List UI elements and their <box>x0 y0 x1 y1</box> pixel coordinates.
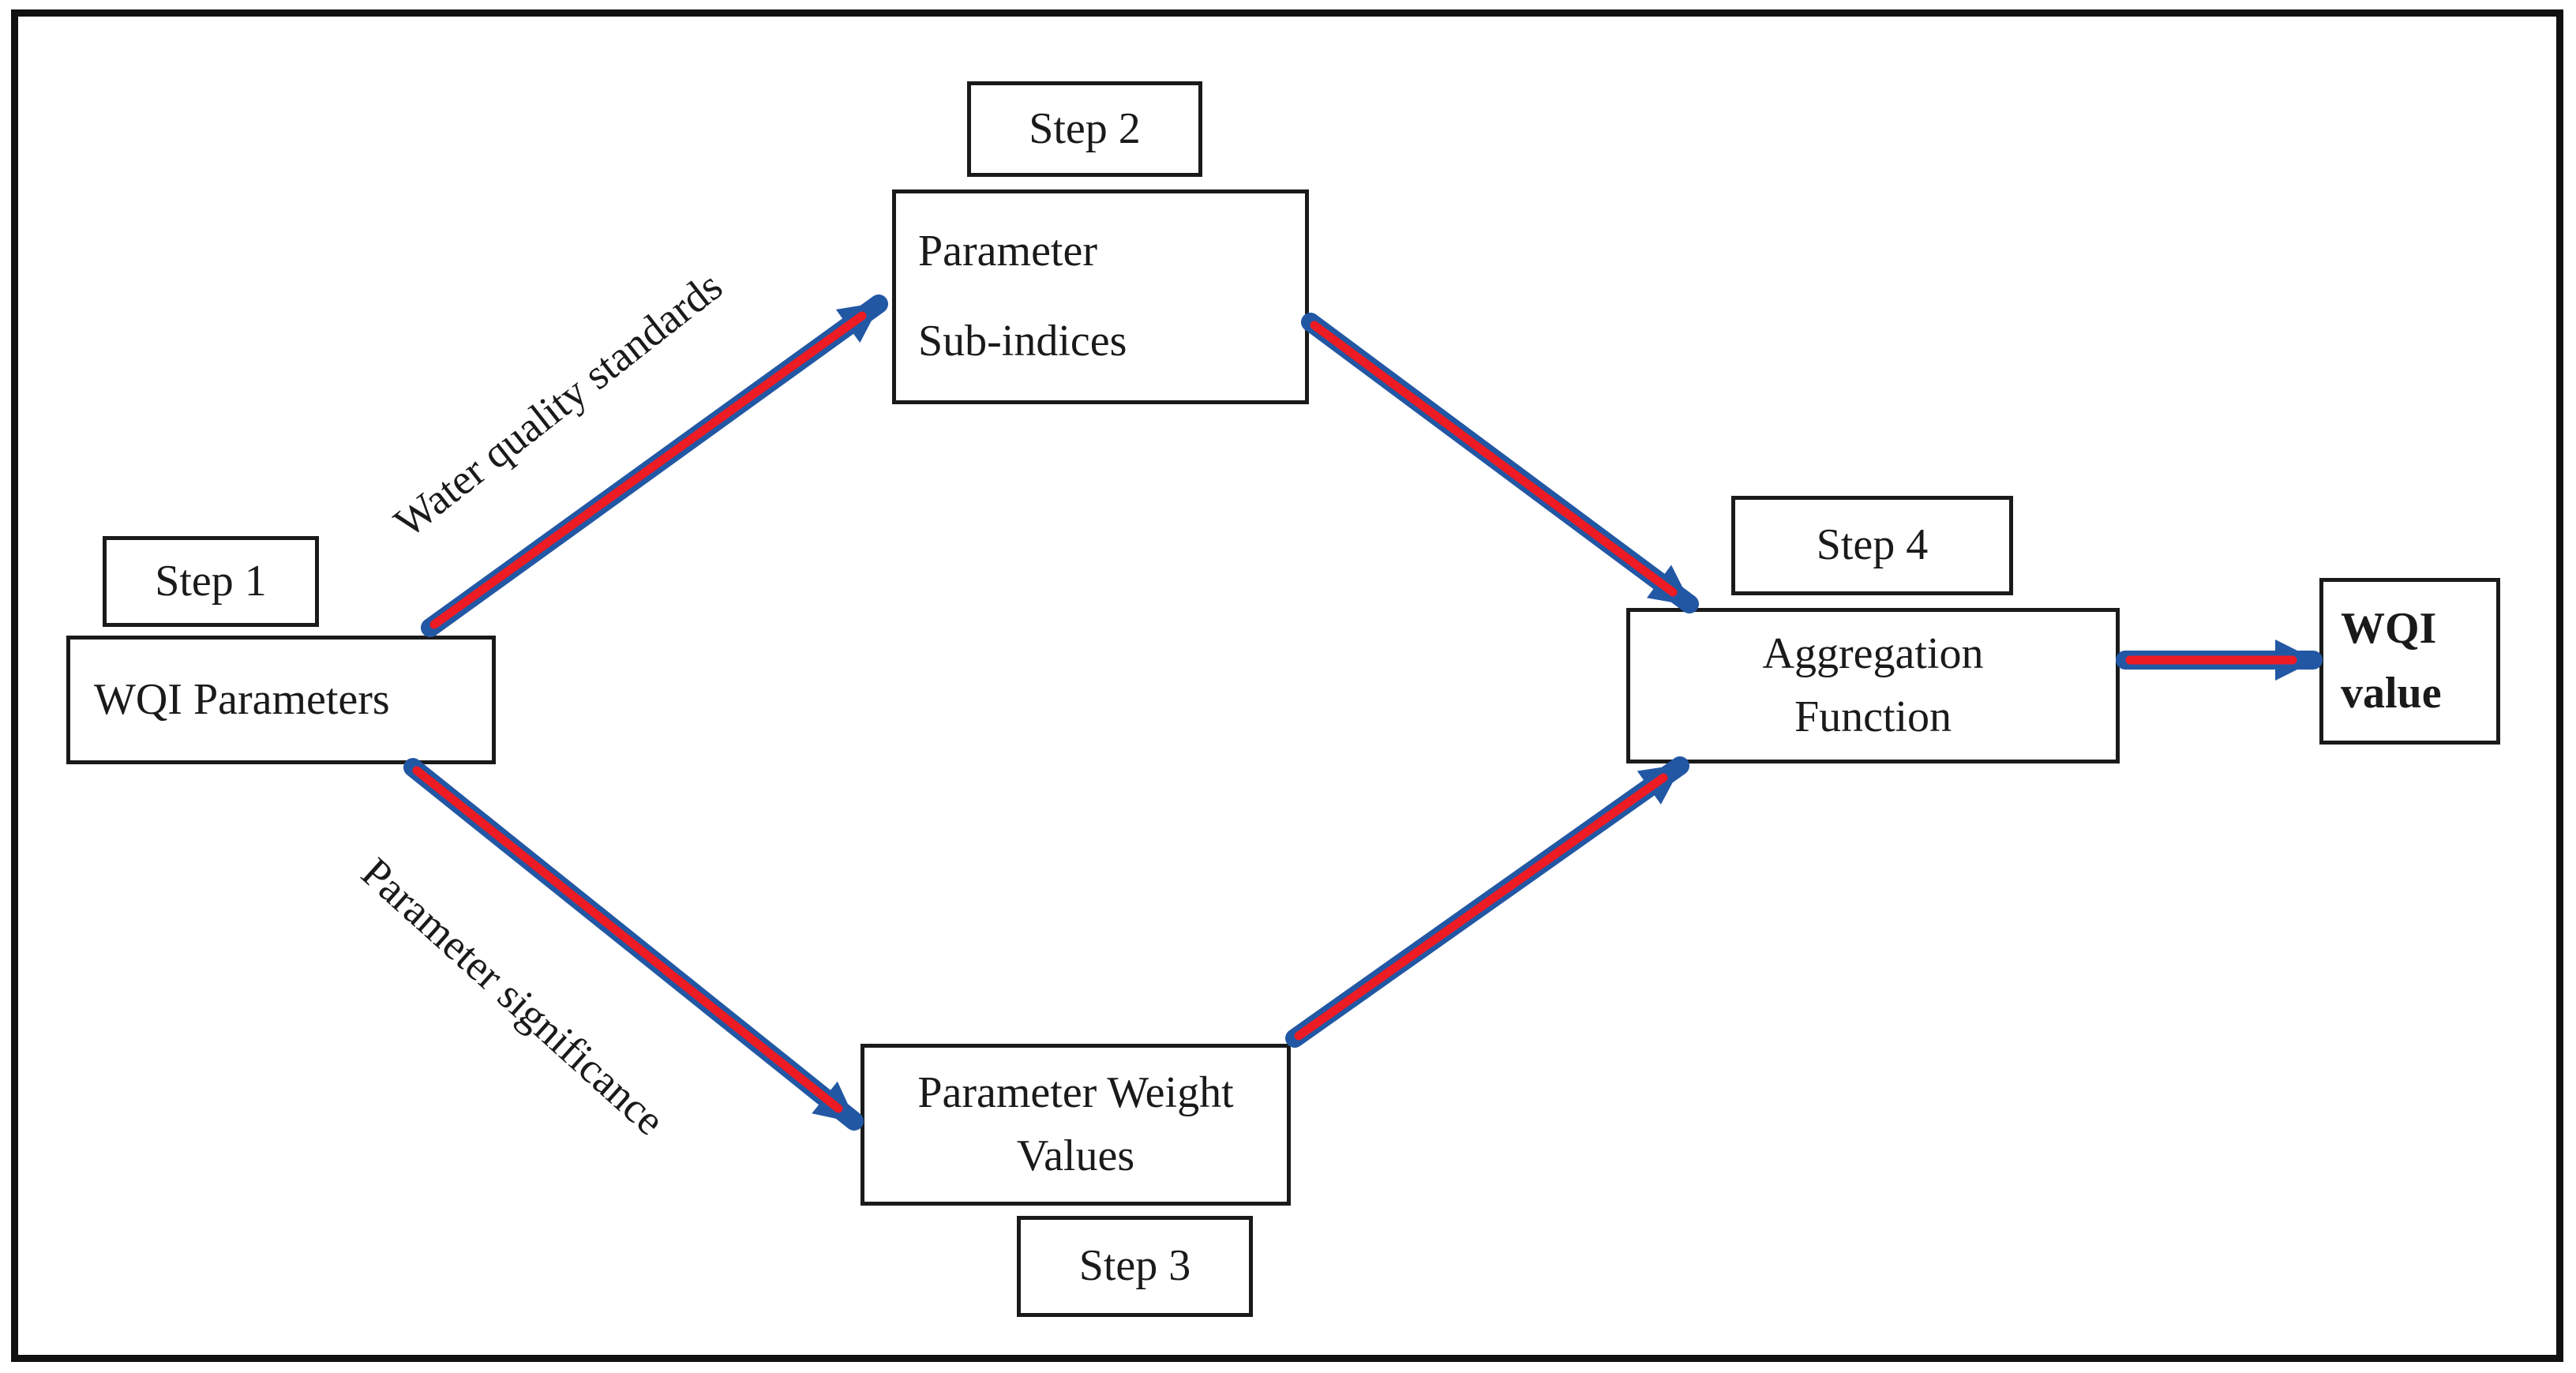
step2-label-box: Step 2 <box>967 81 1202 177</box>
parameter-weight-values-line2: Values <box>1016 1131 1135 1180</box>
parameter-subindices-box: Parameter Sub-indices <box>892 189 1309 404</box>
step4-label: Step 4 <box>1816 520 1929 570</box>
parameter-subindices-line1: Parameter <box>918 227 1097 276</box>
step2-label: Step 2 <box>1029 103 1141 153</box>
aggregation-function-line1: Aggregation <box>1762 628 1984 678</box>
wqi-parameters-box: WQI Parameters <box>66 636 496 764</box>
parameter-weight-values-line1: Parameter Weight <box>917 1067 1234 1117</box>
parameter-weight-values-box: Parameter Weight Values <box>861 1044 1291 1206</box>
step1-label-box: Step 1 <box>103 536 319 627</box>
parameter-subindices-line2: Sub-indices <box>918 317 1127 366</box>
wqi-value-box: WQI value <box>2319 578 2500 745</box>
aggregation-function-box: Aggregation Function <box>1626 608 2120 763</box>
outer-frame <box>11 9 2563 1362</box>
wqi-parameters-text: WQI Parameters <box>94 674 390 724</box>
wqi-value-line1: WQI <box>2341 604 2437 654</box>
step3-label-box: Step 3 <box>1017 1216 1253 1317</box>
step4-label-box: Step 4 <box>1731 496 2013 595</box>
step1-label: Step 1 <box>155 556 267 606</box>
step3-label: Step 3 <box>1078 1241 1191 1291</box>
aggregation-function-line2: Function <box>1794 692 1952 741</box>
wqi-value-line2: value <box>2341 668 2442 718</box>
